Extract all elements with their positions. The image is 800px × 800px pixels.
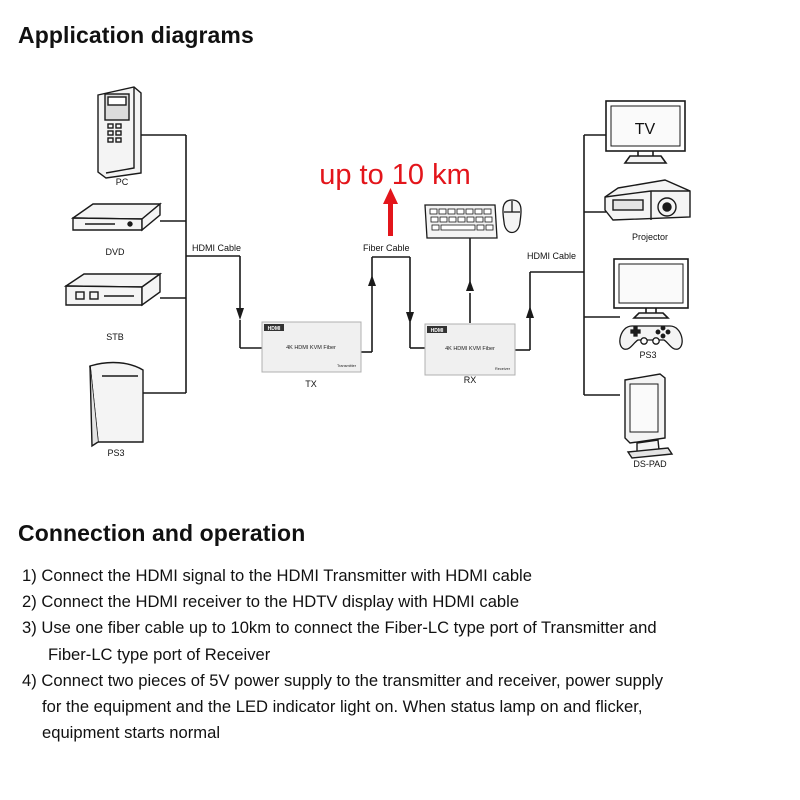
rx-label: RX xyxy=(464,375,477,385)
dvd-icon xyxy=(70,202,162,232)
application-diagrams-heading: Application diagrams xyxy=(18,22,254,48)
step-4-text-continued: for the equipment and the LED indicator … xyxy=(42,697,643,717)
step-3: 3) Use one fiber cable up to 10km to con… xyxy=(22,615,797,667)
step-3-text: 3) Use one fiber cable up to 10km to con… xyxy=(22,618,657,638)
fiber-cable-path xyxy=(361,256,425,353)
connection-steps-list: 1) Connect the HDMI signal to the HDMI T… xyxy=(22,563,797,746)
connection-and-operation-heading: Connection and operation xyxy=(18,520,306,546)
distance-label: up to 10 km xyxy=(319,159,471,191)
arrow-up-icon xyxy=(368,275,376,286)
step-1-text: 1) Connect the HDMI signal to the HDMI T… xyxy=(22,566,532,585)
tx-product-text: 4K HDMI KVM Fiber xyxy=(286,345,336,351)
step-4: 4) Connect two pieces of 5V power supply… xyxy=(22,668,797,747)
arrowheads xyxy=(236,275,534,324)
ps3-console-icon xyxy=(89,361,144,448)
ds-pad-kiosk-icon xyxy=(624,373,674,459)
mouse-icon xyxy=(502,199,522,234)
monitor-icon xyxy=(613,258,689,319)
arrow-down-icon xyxy=(406,312,414,324)
tv-screen-text: TV xyxy=(635,121,656,138)
hdmi-cable-label-left: HDMI Cable xyxy=(192,243,241,253)
source-label-dvd: DVD xyxy=(105,247,125,257)
right-hdmi-bus xyxy=(515,134,620,396)
tv-icon xyxy=(605,100,686,164)
source-label-ps3: PS3 xyxy=(107,448,124,458)
step-4-text-continued-2: equipment starts normal xyxy=(42,723,221,743)
application-diagram: up to 10 km HDMI Cable Fiber Cable HDMI … xyxy=(63,86,691,469)
display-label-ps3: PS3 xyxy=(639,350,656,360)
left-hdmi-bus xyxy=(141,134,262,394)
rx-device: HDMI 4K HDMI KVM Fiber Receiver xyxy=(424,323,516,376)
arrow-up-icon xyxy=(526,306,534,318)
stb-icon xyxy=(63,272,163,307)
arrow-down-icon xyxy=(236,308,244,320)
red-up-arrow-icon xyxy=(383,188,398,236)
keyboard-icon xyxy=(424,204,498,239)
pc-icon xyxy=(97,86,142,179)
tx-hdmi-logo: HDMI xyxy=(268,326,281,332)
step-2: 2) Connect the HDMI receiver to the HDTV… xyxy=(22,589,797,615)
step-3-text-continued: Fiber-LC type port of Receiver xyxy=(48,644,271,664)
display-label-ds-pad: DS-PAD xyxy=(633,459,667,469)
source-label-pc: PC xyxy=(116,177,129,187)
projector-icon xyxy=(604,179,691,221)
gamepad-icon xyxy=(619,325,683,350)
step-4-text: 4) Connect two pieces of 5V power supply… xyxy=(22,670,664,690)
fiber-cable-label: Fiber Cable xyxy=(363,243,410,253)
hdmi-cable-label-right: HDMI Cable xyxy=(527,251,576,261)
rx-product-text: 4K HDMI KVM Fiber xyxy=(445,346,495,352)
rx-hdmi-logo: HDMI xyxy=(431,328,444,334)
source-label-stb: STB xyxy=(106,332,124,342)
display-label-projector: Projector xyxy=(632,232,668,242)
tx-role-text: Transmitter xyxy=(337,364,357,368)
arrow-up-icon xyxy=(466,280,474,291)
tx-label: TX xyxy=(305,379,317,389)
step-1: 1) Connect the HDMI signal to the HDMI T… xyxy=(22,563,797,589)
step-2-text: 2) Connect the HDMI receiver to the HDTV… xyxy=(22,592,520,612)
tx-device: HDMI 4K HDMI KVM Fiber Transmitter xyxy=(261,321,362,373)
rx-role-text: Receiver xyxy=(495,367,511,371)
